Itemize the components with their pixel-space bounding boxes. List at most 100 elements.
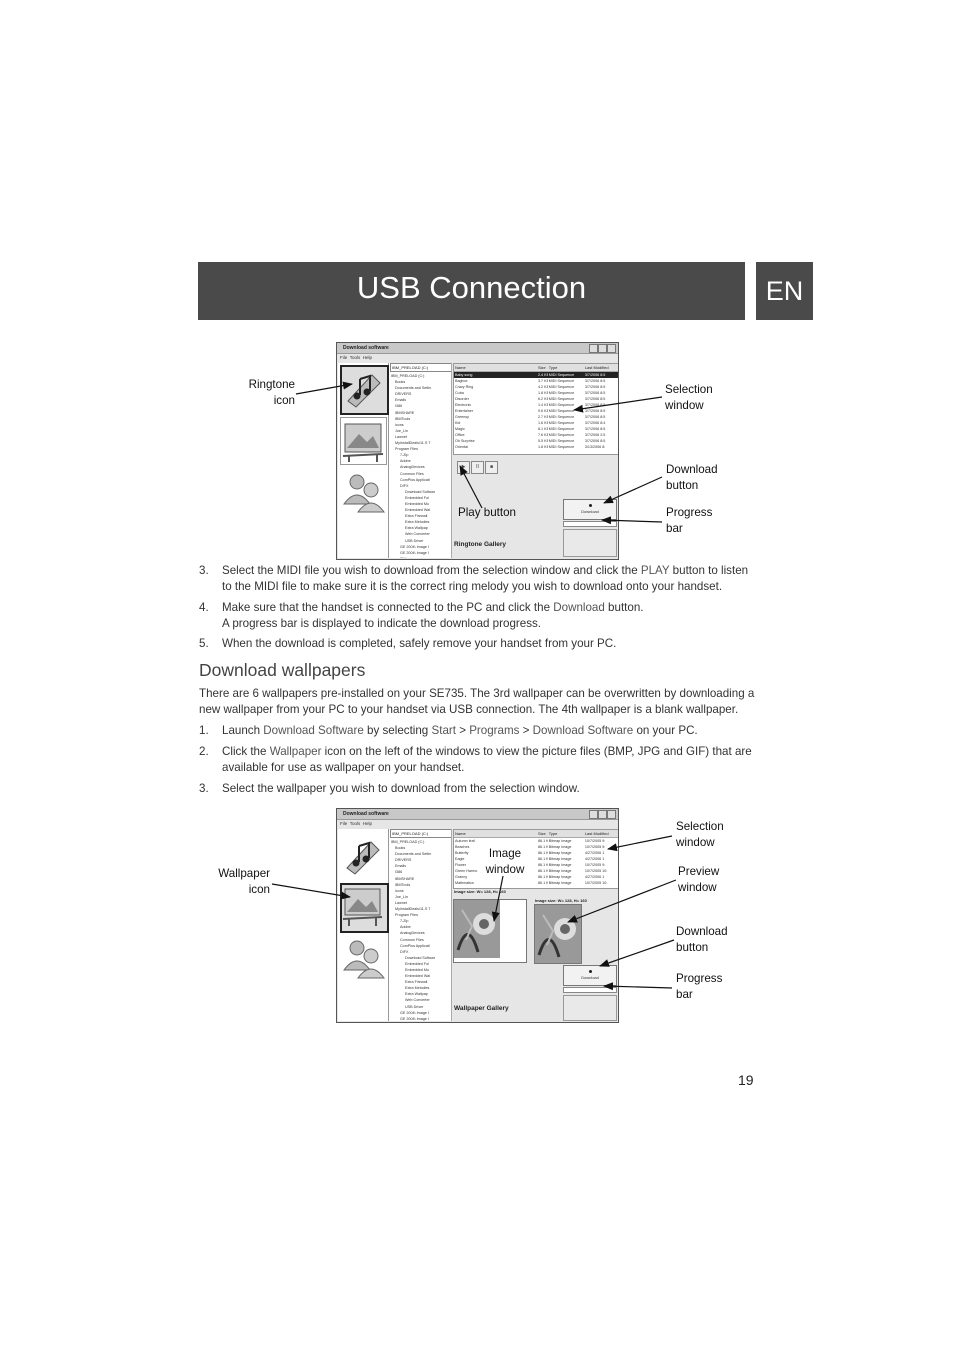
tree-item[interactable]: I386 xyxy=(395,870,403,875)
tree-item[interactable]: Web Converter xyxy=(405,532,430,537)
tree-item[interactable]: Common Files xyxy=(400,471,424,476)
image-window[interactable] xyxy=(453,899,527,963)
menu-file[interactable]: File xyxy=(340,355,348,360)
drive-select[interactable]: IBM_PRELOAD (C:) xyxy=(390,363,451,372)
tree-item[interactable]: Documents and Settin xyxy=(395,852,432,857)
wallpaper-icon[interactable] xyxy=(340,417,387,465)
drive-select[interactable]: IBM_PRELOAD (C:) xyxy=(390,829,451,838)
close-icon[interactable] xyxy=(607,810,616,819)
tree-item[interactable]: IBM_PRELOAD (C:) xyxy=(391,840,425,844)
minimize-icon[interactable] xyxy=(589,810,598,819)
tree-item[interactable]: IBM_PRELOAD (C:) xyxy=(391,374,425,378)
contacts-icon[interactable] xyxy=(340,469,387,517)
tree-item[interactable]: IBMSHARE xyxy=(395,876,415,881)
tree-item[interactable]: Joe_Lin xyxy=(395,428,408,433)
tree-item[interactable]: Embedded Mu xyxy=(405,501,429,506)
tree-item[interactable]: Extra Firewall xyxy=(405,514,428,519)
tree-item[interactable]: IBMTools xyxy=(395,882,411,887)
tree-item[interactable]: Extra Melodies xyxy=(405,520,430,525)
tree-item[interactable]: Emails xyxy=(395,864,407,869)
col-modified[interactable]: Last Modified xyxy=(584,831,609,836)
pause-button[interactable]: II xyxy=(471,461,484,474)
tree-item[interactable]: IBMTools xyxy=(395,416,411,421)
tree-item[interactable]: GE 2004\ Image I xyxy=(400,550,429,555)
close-icon[interactable] xyxy=(607,344,616,353)
maximize-icon[interactable] xyxy=(598,810,607,819)
minimize-icon[interactable] xyxy=(589,344,598,353)
col-size[interactable]: Size xyxy=(537,365,546,370)
col-name[interactable]: Name xyxy=(455,365,466,370)
menu-help[interactable]: Help xyxy=(362,821,372,826)
tree-item[interactable]: DIFX xyxy=(400,483,409,488)
tree-item[interactable]: Extra Wallpap xyxy=(405,526,428,531)
tree-item[interactable]: GE 2004\ Image I xyxy=(400,544,429,549)
tree-item[interactable]: Embedded Wal xyxy=(405,508,431,513)
tree-item[interactable]: IBMSHARE xyxy=(395,410,415,415)
download-button[interactable]: Download xyxy=(563,965,617,986)
tree-item[interactable]: I386 xyxy=(395,404,403,409)
tree-item[interactable]: Program Files xyxy=(395,913,418,918)
tree-item[interactable]: Extra Wallpap xyxy=(405,992,428,997)
maximize-icon[interactable] xyxy=(598,344,607,353)
tree-item[interactable]: 7-Zip xyxy=(400,919,409,924)
tree-item[interactable]: Books xyxy=(395,380,406,385)
tree-item[interactable]: icons xyxy=(395,422,404,427)
tree-item[interactable]: USB Driver xyxy=(405,1004,424,1009)
tree-item[interactable]: Lawnet xyxy=(395,434,407,439)
tree-item[interactable]: ComPlus Applicati xyxy=(400,943,430,948)
tree-item[interactable]: DRIVERS xyxy=(395,392,412,397)
tree-item[interactable]: DRIVERS xyxy=(395,858,412,863)
ringtone-icon[interactable] xyxy=(340,365,389,415)
stop-button[interactable]: ■ xyxy=(485,461,498,474)
tree-item[interactable]: icons xyxy=(395,888,404,893)
tree-item[interactable]: AnalogDevices xyxy=(400,931,425,936)
menu-help[interactable]: Help xyxy=(362,355,372,360)
tree-item[interactable]: MyInstallDeals\11.S T xyxy=(395,441,431,446)
tree-item[interactable]: Emails xyxy=(395,398,407,403)
tree-item[interactable]: AnalogDevices xyxy=(400,465,425,470)
contacts-icon[interactable] xyxy=(340,935,387,983)
tree-item[interactable]: Adobe xyxy=(400,925,411,930)
menu-file[interactable]: File xyxy=(340,821,348,826)
tree-item[interactable]: GE 2004\ Image I xyxy=(400,1010,429,1015)
tree-item[interactable]: Adobe xyxy=(400,459,411,464)
wallpaper-icon[interactable] xyxy=(340,883,389,933)
tree-item[interactable]: Extra Firewall xyxy=(405,980,428,985)
tree-item[interactable]: Joe_Lin xyxy=(395,894,408,899)
tree-item[interactable]: GE 2004\ Image I xyxy=(400,1016,429,1021)
tree-item[interactable]: Books xyxy=(395,846,406,851)
col-size[interactable]: Size xyxy=(537,831,546,836)
tree-item[interactable]: ComPlus Applicati xyxy=(400,477,430,482)
tree-item[interactable]: Lawnet xyxy=(395,900,407,905)
tree-item[interactable]: Documents and Settin xyxy=(395,386,432,391)
tree-item[interactable]: Program Files xyxy=(395,447,418,452)
col-type[interactable]: Type xyxy=(548,365,558,370)
col-modified[interactable]: Last Modified xyxy=(584,365,609,370)
tree-item[interactable]: Download Softwar xyxy=(405,489,435,494)
tree-item[interactable]: Download Softwar xyxy=(405,955,435,960)
tree-item[interactable]: 7-Zip xyxy=(400,453,409,458)
